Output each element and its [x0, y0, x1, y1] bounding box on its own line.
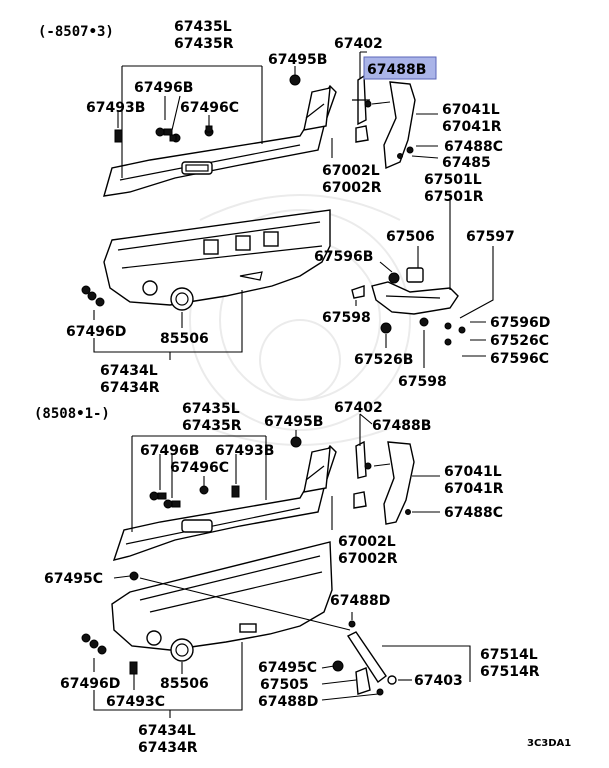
label-67493C-bottom: 67493C	[106, 694, 165, 710]
label-67506-top: 67506	[386, 229, 435, 245]
label-67435R-top: 67435R	[174, 36, 234, 52]
label-67402-bottom: 67402	[334, 400, 383, 416]
label-67488C-bottom: 67488C	[444, 505, 503, 521]
label-67434R-top: 67434R	[100, 380, 160, 396]
clip-icons-left-bottom	[81, 571, 139, 655]
highlight-67488B	[363, 56, 437, 80]
label-67596D-top: 67596D	[490, 315, 550, 331]
label-67493B-top: 67493B	[86, 100, 145, 116]
label-67002R-top: 67002R	[322, 180, 382, 196]
label-67495C-bottom: 67495C	[44, 571, 103, 587]
label-67435R-bottom: 67435R	[182, 418, 242, 434]
label-67597-top: 67597	[466, 229, 515, 245]
label-67002L-top: 67002L	[322, 163, 380, 179]
label-67514L-bottom: 67514L	[480, 647, 538, 663]
bracket-icons-bottom	[353, 440, 372, 509]
label-67496C-bottom: 67496C	[170, 460, 229, 476]
label-67598b-top: 67598	[398, 374, 447, 390]
label-67041R-top: 67041R	[442, 119, 502, 135]
clip-icons-left-top	[81, 285, 105, 307]
label-85506-top: 85506	[160, 331, 209, 347]
label-67488B-top: 67488B	[367, 62, 426, 78]
clip-icons-bottom	[149, 436, 302, 509]
label-67496C-top: 67496C	[180, 100, 239, 116]
labels-bottom: 67435L 67435R 67496B 67493B 67496C 67495…	[44, 400, 540, 756]
label-67002R-bottom: 67002R	[338, 551, 398, 567]
label-85506-bottom: 85506	[160, 676, 209, 692]
label-67496D-top: 67496D	[66, 324, 126, 340]
label-67493B-bottom: 67493B	[215, 443, 274, 459]
label-67041L-bottom: 67041L	[444, 464, 502, 480]
label-67434L-top: 67434L	[100, 363, 158, 379]
label-67598-top: 67598	[322, 310, 371, 326]
label-67501R-top: 67501R	[424, 189, 484, 205]
label-67495B-bottom: 67495B	[264, 414, 323, 430]
trim-strip-bottom	[112, 444, 337, 561]
label-67496B-top: 67496B	[134, 80, 193, 96]
label-67596C-top: 67596C	[490, 351, 549, 367]
label-67485-top: 67485	[442, 155, 491, 171]
label-67495B-top: 67495B	[268, 52, 327, 68]
label-67488D-2-bottom: 67488D	[258, 694, 318, 710]
label-67496B-bottom: 67496B	[140, 443, 199, 459]
bracket-icons-top	[352, 74, 372, 143]
trim-strip-top	[103, 84, 337, 197]
label-67495C-2-bottom: 67495C	[258, 660, 317, 676]
label-67002L-bottom: 67002L	[338, 534, 396, 550]
bezel-67002-top	[303, 87, 331, 131]
label-67041R-bottom: 67041R	[444, 481, 504, 497]
label-67041L-top: 67041L	[442, 102, 500, 118]
range-label-bottom: (8508•1-)	[34, 406, 110, 422]
cover-67041-bottom	[383, 441, 415, 525]
label-67488B-bottom: 67488B	[372, 418, 431, 434]
label-67403-bottom: 67403	[414, 673, 463, 689]
label-67435L-bottom: 67435L	[182, 401, 240, 417]
label-67526B-top: 67526B	[354, 352, 413, 368]
label-67596B-top: 67596B	[314, 249, 373, 265]
label-67488D-bottom: 67488D	[330, 593, 390, 609]
label-67501L-top: 67501L	[424, 172, 482, 188]
bezel-67002-bottom	[303, 447, 331, 493]
label-67435L-top: 67435L	[174, 19, 232, 35]
label-67526C-top: 67526C	[490, 333, 549, 349]
cover-67041-top	[383, 81, 416, 170]
label-67434L-bottom: 67434L	[138, 723, 196, 739]
label-67402-top: 67402	[334, 36, 383, 52]
door-panel-top	[103, 209, 331, 311]
door-panel-bottom	[111, 541, 333, 675]
diagram-code: 3C3DA1	[527, 738, 571, 749]
label-67514R-bottom: 67514R	[480, 664, 540, 680]
label-67434R-bottom: 67434R	[138, 740, 198, 756]
leader-lines-top	[93, 51, 494, 368]
range-label-top: (-8507•3)	[38, 24, 114, 40]
pull-handle-top	[351, 267, 466, 346]
leader-lines-bottom	[93, 413, 471, 718]
arm-67514	[332, 620, 397, 696]
label-67488C-top: 67488C	[444, 139, 503, 155]
labels-top: 67435L 67435R 67496B 67493B 67496C 67495…	[66, 19, 550, 396]
label-67505-bottom: 67505	[260, 677, 309, 693]
label-67496D-bottom: 67496D	[60, 676, 120, 692]
